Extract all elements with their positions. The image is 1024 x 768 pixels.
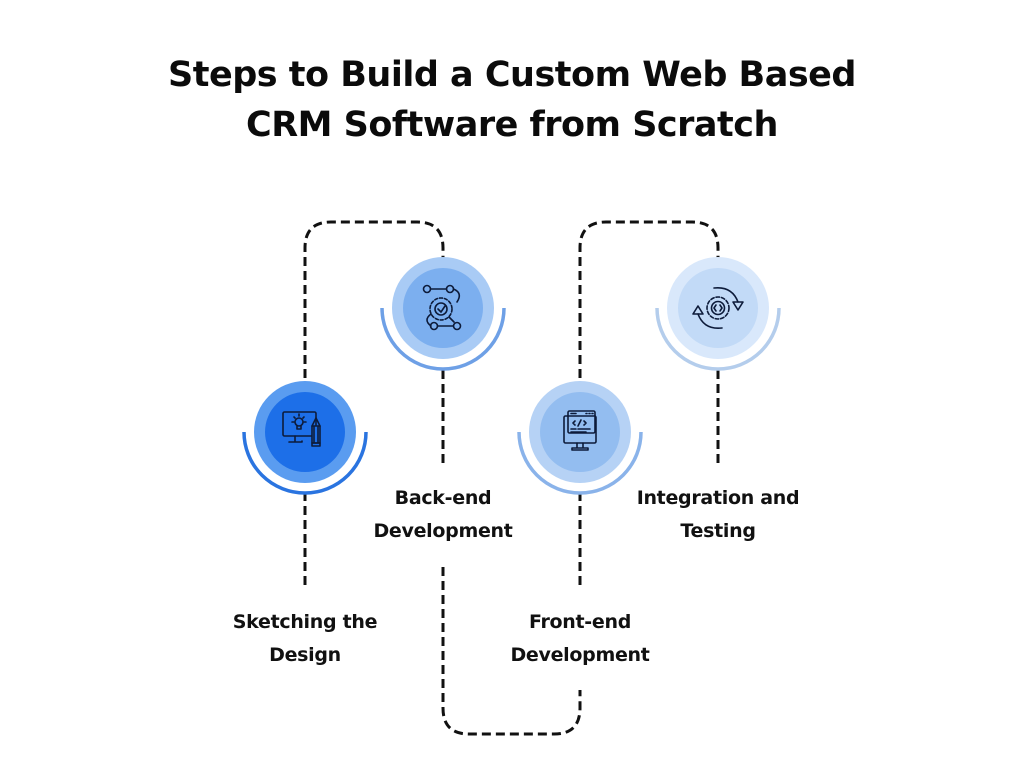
step-1-label: Sketching the Design <box>205 606 405 672</box>
step-1-arc <box>242 431 368 495</box>
step-1-label-line-2: Design <box>269 644 341 666</box>
step-4-label: Integration and Testing <box>618 482 818 548</box>
connector-step3-to-step4 <box>578 220 720 378</box>
step-3-arc <box>517 431 643 495</box>
step-4-node <box>655 257 781 371</box>
gear-workflow-magnifier-icon <box>422 284 462 331</box>
step-2-label-line-2: Development <box>373 520 513 542</box>
gear-code-cycle-icon <box>692 286 744 330</box>
step-1-label-line-1: Sketching the <box>232 611 378 633</box>
step-4-label-line-1: Integration and <box>636 487 800 509</box>
connectors <box>303 220 720 736</box>
step-1-inner-circle <box>265 392 345 472</box>
title-line-1: Steps to Build a Custom Web Based <box>168 55 856 95</box>
step-2-arc <box>380 307 506 371</box>
step-1-node <box>242 381 368 495</box>
title-line-2: CRM Software from Scratch <box>246 105 778 145</box>
step-2-node <box>380 257 506 371</box>
step-3-node <box>517 381 643 495</box>
page-title: Steps to Build a Custom Web Based CRM So… <box>0 50 1024 150</box>
step-2-label: Back-end Development <box>343 482 543 548</box>
step-4-inner-circle <box>678 268 758 348</box>
step-4-label-line-2: Testing <box>680 520 756 542</box>
connector-step1-to-step2 <box>303 220 445 378</box>
monitor-lightbulb-pencil-icon <box>282 411 321 447</box>
step-4-arc <box>655 307 781 371</box>
code-monitor-icon <box>563 410 597 451</box>
step-3-label: Front-end Development <box>480 606 680 672</box>
step-3-label-line-1: Front-end <box>529 611 631 633</box>
step-3-label-line-2: Development <box>510 644 650 666</box>
connector-step2-to-step3 <box>441 567 582 736</box>
step-2-label-line-1: Back-end <box>394 487 492 509</box>
